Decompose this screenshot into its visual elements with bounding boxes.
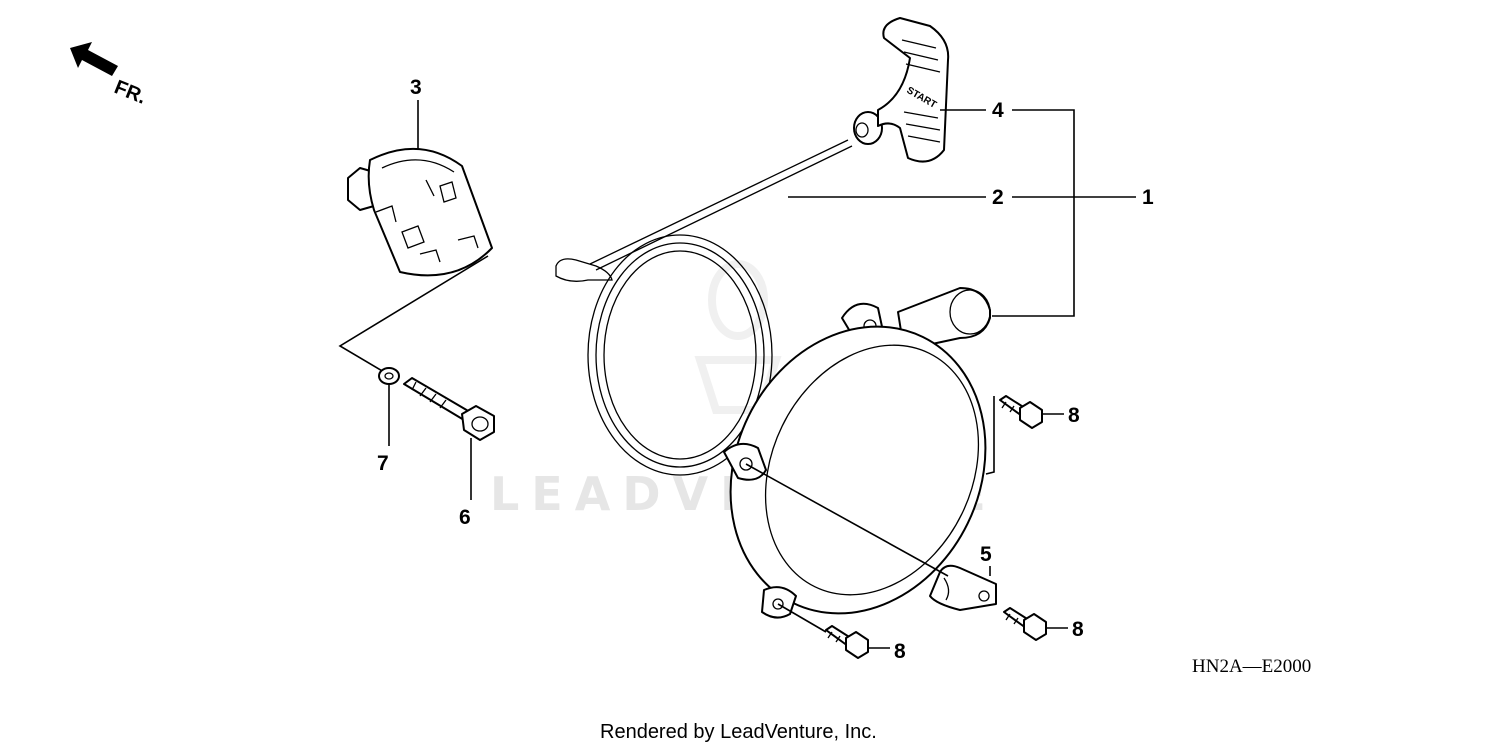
- callout-8-upper: 8: [1068, 404, 1080, 427]
- callout-5: 5: [980, 543, 992, 566]
- assembly-bracket-1: [992, 109, 1075, 317]
- callout-1: 1: [1142, 186, 1154, 209]
- front-direction-indicator: FR.: [70, 42, 149, 109]
- front-arrow-icon: [70, 42, 118, 76]
- starter-grip-part-4[interactable]: START: [853, 17, 950, 163]
- bracket-8-upper: [985, 396, 995, 475]
- starter-rope-part-2[interactable]: [555, 139, 853, 476]
- callout-8-right: 8: [1072, 618, 1084, 641]
- bolt-part-8-lower[interactable]: [825, 625, 869, 659]
- starter-pulley-part-3[interactable]: [347, 147, 493, 277]
- leader-8-lower-to-case: [777, 603, 827, 633]
- callout-7: 7: [377, 452, 389, 475]
- diagram-code: HN2A—E2000: [1192, 656, 1311, 677]
- footer-credit: Rendered by LeadVenture, Inc.: [600, 721, 877, 743]
- bolt-part-8-right[interactable]: [1003, 607, 1047, 641]
- callout-3: 3: [410, 76, 422, 99]
- bolt-part-8-upper[interactable]: [999, 395, 1043, 429]
- leader-1-to-5: [745, 463, 949, 577]
- callout-8-lower: 8: [894, 640, 906, 663]
- rope-guide-part-5[interactable]: [929, 564, 997, 611]
- assembly-bracket-3-6: [338, 255, 489, 373]
- callout-4: 4: [992, 99, 1004, 122]
- washer-part-7[interactable]: [378, 367, 400, 385]
- callout-2: 2: [992, 186, 1004, 209]
- callout-6: 6: [459, 506, 471, 529]
- bolt-part-6[interactable]: [403, 377, 495, 441]
- front-label: FR.: [111, 76, 149, 108]
